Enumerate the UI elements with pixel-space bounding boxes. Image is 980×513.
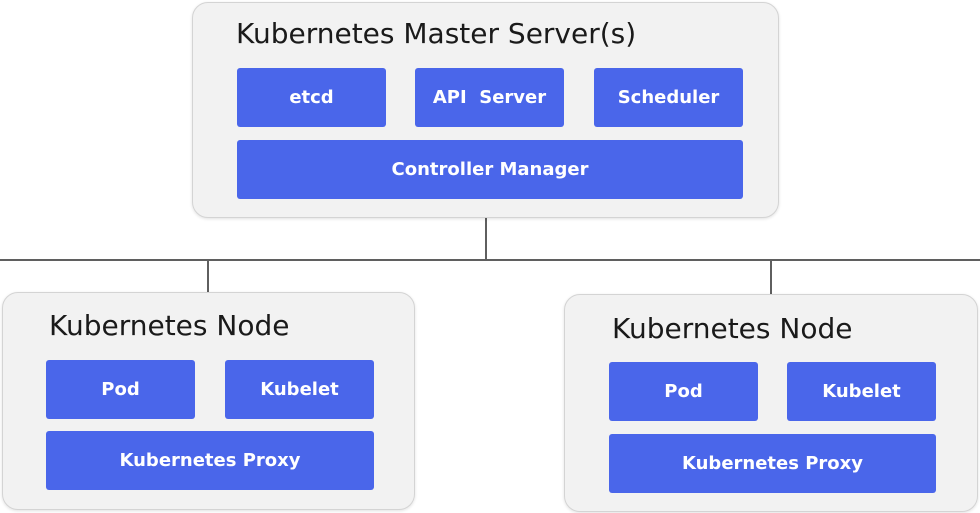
api-server-block: API Server — [415, 68, 564, 127]
master-server-panel: Kubernetes Master Server(s) etcd API Ser… — [192, 2, 779, 218]
node-1-pod-block: Pod — [46, 360, 195, 419]
controller-manager-block: Controller Manager — [237, 140, 743, 199]
bus-line — [0, 259, 980, 261]
kubernetes-node-panel-1: Kubernetes Node Pod Kubelet Kubernetes P… — [2, 292, 415, 510]
master-connector — [485, 218, 487, 260]
node-1-kubelet-block: Kubelet — [225, 360, 374, 419]
kubernetes-node-panel-2: Kubernetes Node Pod Kubelet Kubernetes P… — [564, 294, 978, 512]
node-2-connector — [770, 260, 772, 295]
master-server-title: Kubernetes Master Server(s) — [236, 17, 637, 50]
node-2-kubelet-block: Kubelet — [787, 362, 936, 421]
node-1-connector — [207, 260, 209, 293]
scheduler-block: Scheduler — [594, 68, 743, 127]
node-2-proxy-block: Kubernetes Proxy — [609, 434, 936, 493]
node-2-title: Kubernetes Node — [612, 312, 853, 345]
etcd-block: etcd — [237, 68, 386, 127]
node-1-proxy-block: Kubernetes Proxy — [46, 431, 374, 490]
node-2-pod-block: Pod — [609, 362, 758, 421]
node-1-title: Kubernetes Node — [49, 309, 290, 342]
